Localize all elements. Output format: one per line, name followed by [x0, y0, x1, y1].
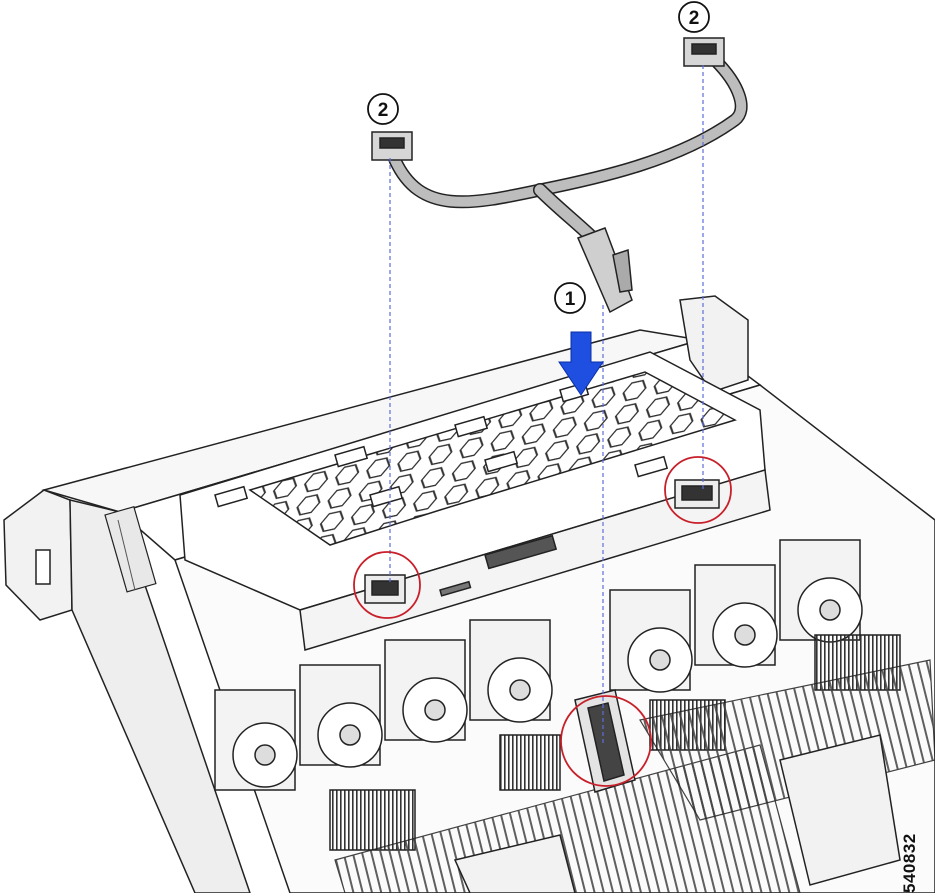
fan-module	[694, 564, 778, 668]
fan-module	[384, 639, 468, 743]
heatsink	[499, 734, 561, 791]
highlight-circle-right	[664, 456, 732, 524]
alignment-lines	[389, 65, 704, 745]
backplane-connector-right	[674, 479, 720, 509]
cable-connector-right	[683, 37, 725, 67]
callout-2-right: 2	[678, 1, 710, 33]
callout-1: 1	[554, 282, 586, 314]
backplane-connector-left	[364, 574, 406, 604]
highlight-circle-left	[353, 551, 421, 619]
fan-module	[299, 664, 383, 768]
highlight-circles	[353, 456, 732, 787]
svg-text:1: 1	[565, 289, 576, 310]
y-cable	[388, 53, 748, 252]
chassis-label-plate	[104, 505, 157, 593]
fan-module	[609, 589, 693, 693]
figure-number: 540832	[900, 833, 919, 893]
motherboard-connector	[574, 689, 636, 793]
svg-text:2: 2	[689, 8, 700, 29]
fan-row	[214, 539, 863, 791]
drive-cage	[179, 351, 771, 651]
fan-module	[779, 539, 863, 643]
heatsink	[329, 789, 416, 851]
cable-connector-left	[371, 131, 413, 161]
svg-text:2: 2	[378, 100, 389, 121]
cable-connector-main	[576, 227, 633, 314]
insert-arrow	[558, 331, 604, 396]
highlight-circle-center	[560, 695, 652, 787]
cpu-sockets	[453, 734, 901, 893]
callout-2-left: 2	[367, 93, 399, 125]
fan-module	[214, 689, 298, 791]
fan-module	[469, 619, 553, 723]
